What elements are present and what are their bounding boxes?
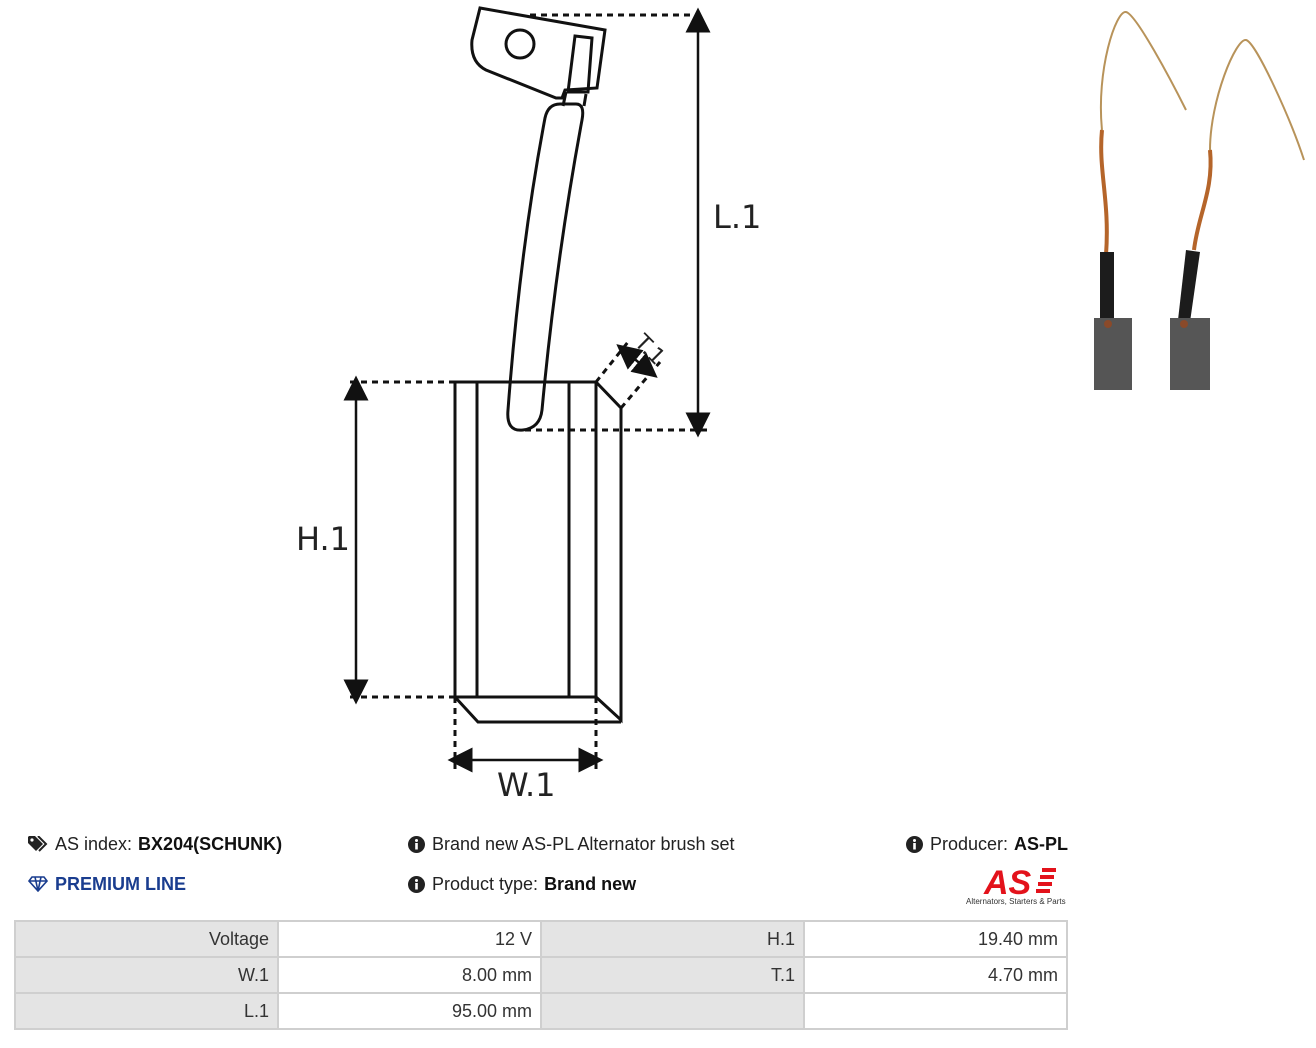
spec-key: T.1	[540, 956, 805, 994]
lug-hole	[504, 28, 536, 60]
info-icon	[408, 875, 425, 893]
spec-key: L.1	[13, 992, 280, 1030]
spec-key: H.1	[540, 920, 805, 958]
tags-icon	[28, 836, 48, 852]
h1-label: H.1	[296, 520, 350, 558]
spec-value: 19.40 mm	[802, 920, 1069, 958]
brush-cable	[506, 102, 585, 432]
as-index-label: AS index:	[55, 834, 133, 854]
logo-tagline: Alternators, Starters & Parts	[966, 897, 1066, 906]
spec-value: 95.00 mm	[277, 992, 543, 1030]
as-pl-logo: AS Alternators, Starters & Parts	[966, 864, 1066, 906]
table-row: Voltage 12 V H.1 19.40 mm	[13, 920, 1069, 958]
spec-value: 4.70 mm	[802, 956, 1069, 994]
premium-line: PREMIUM LINE	[28, 872, 186, 896]
producer-value: AS-PL	[1014, 834, 1069, 854]
product-type-value: Brand new	[544, 874, 637, 894]
w1-label: W.1	[497, 766, 556, 804]
spec-key: Voltage	[13, 920, 280, 958]
terminal-lug	[470, 6, 607, 100]
premium-label: PREMIUM LINE	[55, 874, 187, 894]
l1-label: L.1	[713, 198, 761, 236]
info-icon	[906, 835, 923, 853]
as-index-value: BX204(SCHUNK)	[138, 834, 283, 854]
table-row: L.1 95.00 mm	[13, 992, 1069, 1030]
product-type: Product type: Brand new	[408, 872, 636, 896]
product-photo	[1086, 0, 1316, 390]
brush-technical-drawing: L.1 H.1 W.1 T.1	[296, 6, 761, 804]
producer: Producer: AS-PL	[906, 832, 1068, 856]
t1-label: T.1	[629, 329, 670, 370]
logo-letters: AS	[983, 864, 1032, 902]
as-index: AS index: BX204(SCHUNK)	[28, 832, 282, 856]
product-type-label: Product type:	[432, 874, 539, 894]
spec-value: 12 V	[277, 920, 543, 958]
spec-value	[802, 992, 1069, 1030]
description-text: Brand new AS-PL Alternator brush set	[432, 834, 735, 854]
specs-table: Voltage 12 V H.1 19.40 mm W.1 8.00 mm T.…	[13, 920, 1069, 1030]
spec-value: 8.00 mm	[277, 956, 543, 994]
spec-key: W.1	[13, 956, 280, 994]
description: Brand new AS-PL Alternator brush set	[408, 832, 735, 856]
table-row: W.1 8.00 mm T.1 4.70 mm	[13, 956, 1069, 994]
producer-label: Producer:	[930, 834, 1009, 854]
brush-body	[453, 380, 598, 699]
info-icon	[408, 835, 425, 853]
spec-key	[540, 992, 805, 1030]
diamond-icon	[28, 876, 48, 892]
